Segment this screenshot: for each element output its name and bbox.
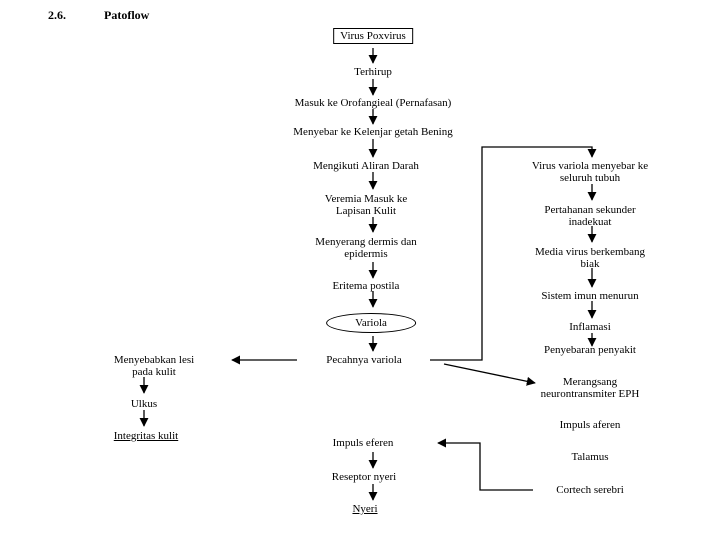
node-veremia: Veremia Masuk ke Lapisan Kulit <box>324 193 408 217</box>
section-number: 2.6. <box>48 8 66 22</box>
node-sistem-imun: Sistem imun menurun <box>541 290 639 302</box>
node-impuls-aferen: Impuls aferen <box>559 419 621 431</box>
node-pertahanan: Pertahanan sekunder inadekuat <box>544 204 636 228</box>
node-media-virus: Media virus berkembang biak <box>535 246 645 270</box>
node-talamus: Talamus <box>571 451 609 463</box>
node-virus-poxvirus: Virus Poxvirus <box>333 28 413 44</box>
node-aliran-darah: Mengikuti Aliran Darah <box>313 160 419 172</box>
node-menyerang-dermis: Menyerang dermis dan epidermis <box>315 236 417 260</box>
node-integritas-kulit: Integritas kulit <box>113 430 179 442</box>
node-terhirup: Terhirup <box>354 66 392 78</box>
node-menyebar-kgb: Menyebar ke Kelenjar getah Bening <box>293 126 453 138</box>
section-title: Patoflow <box>104 8 150 22</box>
node-reseptor-nyeri: Reseptor nyeri <box>331 471 397 483</box>
node-menyebar-tubuh: Virus variola menyebar ke seluruh tubuh <box>531 160 649 184</box>
arrow-pecahnya-menyebar-tubuh <box>430 146 597 361</box>
node-ulkus: Ulkus <box>130 398 158 410</box>
node-inflamasi: Inflamasi <box>569 321 611 333</box>
arrow-pecahnya-merangsang <box>443 363 536 386</box>
arrow-cortech-eferen <box>437 438 533 491</box>
node-masuk-orofangieal: Masuk ke Orofangieal (Pernafasan) <box>294 97 452 109</box>
node-nyeri: Nyeri <box>352 503 378 515</box>
node-eritema: Eritema postila <box>332 280 400 292</box>
node-variola: Variola <box>326 313 416 333</box>
node-lesi-kulit: Menyebabkan lesi pada kulit <box>113 354 195 378</box>
node-penyebaran: Penyebaran penyakit <box>544 344 636 356</box>
node-pecahnya-variola: Pecahnya variola <box>326 354 402 366</box>
node-merangsang: Merangsang neurontransmiter EPH <box>540 376 640 400</box>
node-cortech-serebri: Cortech serebri <box>556 484 624 496</box>
node-impuls-eferen: Impuls eferen <box>332 437 394 449</box>
